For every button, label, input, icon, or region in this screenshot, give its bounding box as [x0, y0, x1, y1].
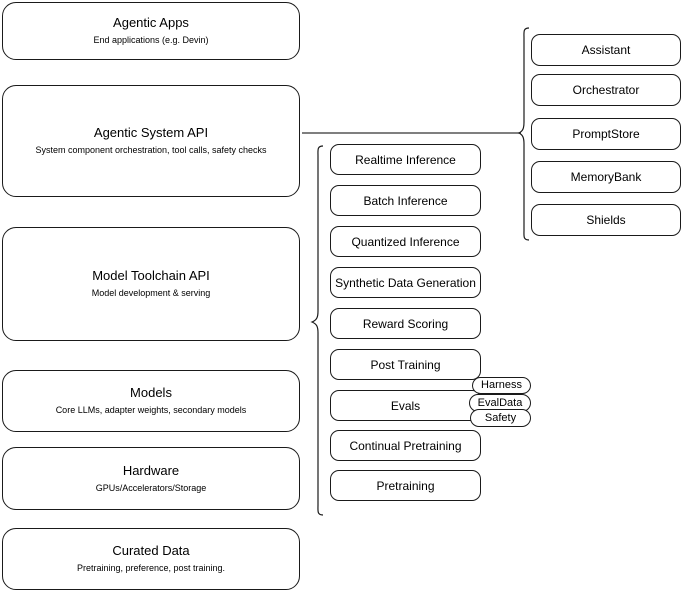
- stack-layer-subtitle: Model development & serving: [91, 288, 211, 298]
- agentic-component-orchestrator[interactable]: Orchestrator: [531, 74, 681, 106]
- stack-layer-model-toolchain-api[interactable]: Model Toolchain API Model development & …: [2, 227, 300, 341]
- stack-layer-agentic-apps[interactable]: Agentic Apps End applications (e.g. Devi…: [2, 2, 300, 60]
- toolchain-component-evals[interactable]: Evals: [330, 390, 481, 421]
- brace-agentic-components: [517, 27, 530, 241]
- agentic-component-label: Orchestrator: [572, 83, 640, 97]
- agentic-component-label: Assistant: [581, 43, 631, 57]
- stack-layer-subtitle: Pretraining, preference, post training.: [76, 563, 226, 573]
- brace-toolchain-components: [310, 145, 324, 516]
- agentic-component-assistant[interactable]: Assistant: [531, 34, 681, 66]
- toolchain-component-quantized-inference[interactable]: Quantized Inference: [330, 226, 481, 257]
- evals-subcomponent-label: Harness: [481, 379, 522, 391]
- stack-layer-hardware[interactable]: Hardware GPUs/Accelerators/Storage: [2, 447, 300, 510]
- stack-layer-title: Hardware: [122, 462, 180, 478]
- agentic-component-shields[interactable]: Shields: [531, 204, 681, 236]
- agentic-component-promptstore[interactable]: PromptStore: [531, 118, 681, 150]
- evals-subcomponent-label: EvalData: [477, 396, 523, 409]
- toolchain-component-label: Pretraining: [376, 478, 435, 493]
- stack-layer-agentic-system-api[interactable]: Agentic System API System component orch…: [2, 85, 300, 197]
- stack-layer-curated-data[interactable]: Curated Data Pretraining, preference, po…: [2, 528, 300, 590]
- agentic-component-memorybank[interactable]: MemoryBank: [531, 161, 681, 193]
- toolchain-component-synthetic-data-generation[interactable]: Synthetic Data Generation: [330, 267, 481, 298]
- stack-layer-title: Model Toolchain API: [92, 268, 210, 283]
- stack-layer-subtitle: Core LLMs, adapter weights, secondary mo…: [55, 405, 247, 415]
- stack-layer-subtitle: End applications (e.g. Devin): [93, 35, 209, 45]
- agentic-component-label: MemoryBank: [570, 170, 642, 184]
- agentic-component-label: PromptStore: [572, 127, 640, 141]
- toolchain-component-label: Quantized Inference: [351, 234, 460, 249]
- stack-layer-title: Models: [130, 385, 172, 400]
- toolchain-component-batch-inference[interactable]: Batch Inference: [330, 185, 481, 216]
- toolchain-component-post-training[interactable]: Post Training: [330, 349, 481, 380]
- toolchain-component-realtime-inference[interactable]: Realtime Inference: [330, 144, 481, 175]
- toolchain-component-continual-pretraining[interactable]: Continual Pretraining: [330, 430, 481, 461]
- evals-subcomponent-harness[interactable]: Harness: [472, 377, 531, 394]
- toolchain-component-label: Post Training: [370, 357, 441, 372]
- toolchain-component-label: Evals: [390, 398, 421, 413]
- stack-layer-title: Agentic System API: [93, 125, 209, 140]
- evals-subcomponent-safety[interactable]: Safety: [470, 409, 531, 427]
- toolchain-component-label: Continual Pretraining: [349, 438, 462, 453]
- toolchain-component-label: Reward Scoring: [362, 316, 449, 331]
- toolchain-component-label: Realtime Inference: [355, 152, 456, 167]
- evals-subcomponent-label: Safety: [484, 411, 517, 424]
- stack-layer-title: Curated Data: [112, 543, 190, 558]
- stack-layer-subtitle: GPUs/Accelerators/Storage: [95, 482, 207, 493]
- stack-layer-subtitle: System component orchestration, tool cal…: [35, 145, 267, 155]
- toolchain-component-pretraining[interactable]: Pretraining: [330, 470, 481, 501]
- stack-layer-models[interactable]: Models Core LLMs, adapter weights, secon…: [2, 370, 300, 432]
- toolchain-component-label: Synthetic Data Generation: [335, 275, 476, 290]
- toolchain-component-label: Batch Inference: [363, 193, 448, 208]
- stack-layer-title: Agentic Apps: [113, 15, 189, 30]
- toolchain-component-reward-scoring[interactable]: Reward Scoring: [330, 308, 481, 339]
- agentic-component-label: Shields: [586, 213, 626, 227]
